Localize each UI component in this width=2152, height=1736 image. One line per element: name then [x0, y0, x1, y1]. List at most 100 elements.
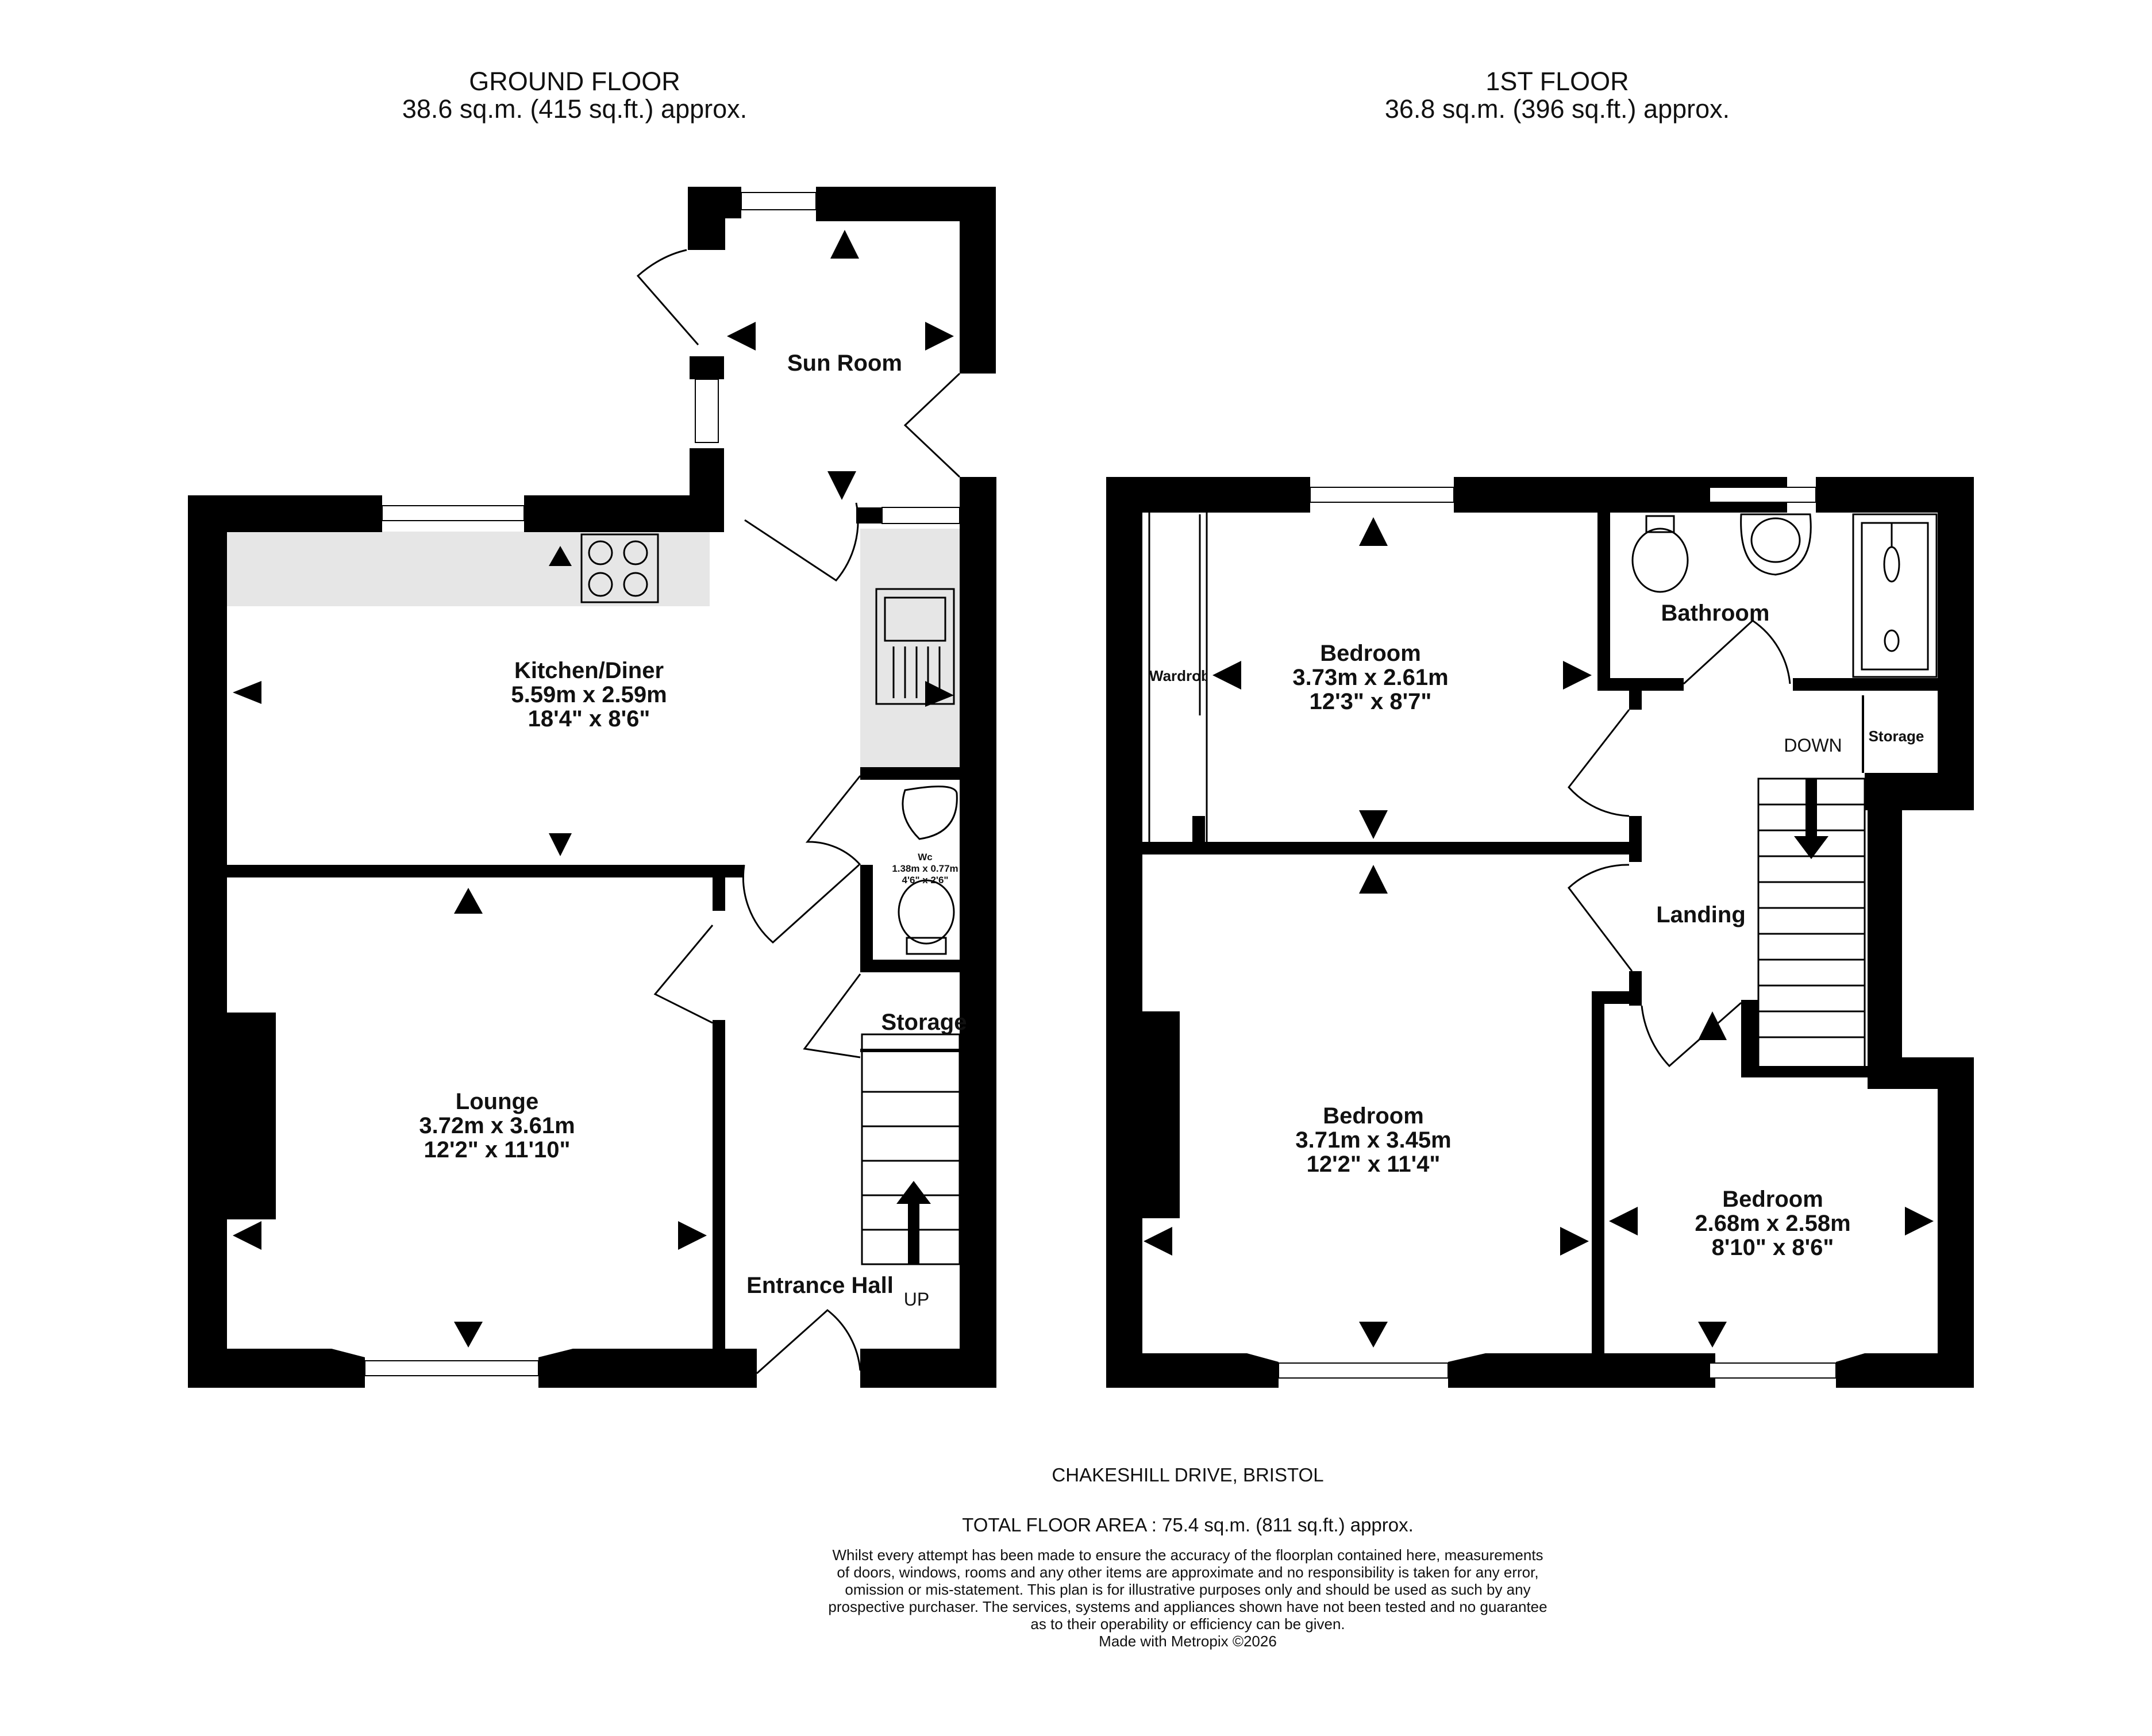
wardrobe: [1148, 513, 1208, 842]
storage-wall: [860, 1049, 961, 1052]
sunroom-east-wall: [960, 187, 996, 374]
ground-north-wall-left: [188, 495, 355, 532]
landing-wall-stub1: [1629, 684, 1642, 710]
kitchen-lounge-wall: [227, 865, 744, 877]
first-storage-label: Storage: [1869, 727, 1924, 745]
lounge-window-jamb-left: [332, 1349, 365, 1388]
bedroom-2-metric: 3.71m x 3.45m: [1295, 1127, 1451, 1153]
bedroom-3-imperial: 8'10" x 8'6": [1712, 1235, 1834, 1260]
bedroom-1-metric: 3.73m x 2.61m: [1292, 665, 1448, 690]
first-south-wall-left: [1106, 1353, 1247, 1388]
bathroom-basin: [1740, 513, 1812, 576]
bed2-window-jamb-right: [1448, 1353, 1485, 1388]
first-floor-title: 1ST FLOOR: [1485, 67, 1629, 96]
bath-window-jamb-right: [1816, 477, 1845, 513]
bathroom-window: [1709, 487, 1816, 503]
bedroom-1-label: Bedroom 3.73m x 2.61m 12'3" x 8'7": [1292, 641, 1448, 714]
bed1-wardrobe-stub: [1192, 816, 1205, 854]
bed1-window-jamb-left: [1281, 477, 1310, 513]
ground-west-wall: [188, 495, 227, 1388]
lounge-chimney-breast: [227, 1013, 276, 1219]
bathroom-label: Bathroom: [1661, 601, 1770, 626]
sunroom-window-jamb-left: [725, 187, 741, 218]
kitchen-window: [382, 505, 525, 521]
bedroom-3-label: Bedroom 2.68m x 2.58m 8'10" x 8'6": [1695, 1187, 1850, 1260]
storage-wall-left: [1862, 695, 1864, 773]
first-floor-header: 1ST FLOOR 36.8 sq.m. (396 sq.ft.) approx…: [1385, 67, 1730, 124]
bedroom-3-name: Bedroom: [1722, 1187, 1823, 1212]
ground-east-wall: [960, 477, 996, 1388]
stairs-up-arrow-head: [896, 1181, 931, 1204]
sink-worktop: [860, 529, 960, 767]
sunroom-west-post-top: [690, 356, 724, 379]
entrance-hall-label: Entrance Hall: [746, 1273, 894, 1298]
address: CHAKESHILL DRIVE, BRISTOL: [1052, 1464, 1323, 1485]
kitchen-imperial: 18'4" x 8'6": [528, 706, 650, 732]
bed3-window-jamb-right: [1836, 1353, 1865, 1388]
bedroom-1-name: Bedroom: [1320, 641, 1421, 666]
sun-room-name: Sun Room: [787, 351, 902, 376]
stairs-down-arrow-head: [1794, 836, 1828, 859]
ground-south-wall-mid: [573, 1349, 757, 1388]
bedroom-2-name: Bedroom: [1323, 1103, 1424, 1129]
sunroom-west-window: [695, 379, 719, 443]
kitchen-window-jamb-right: [524, 495, 552, 532]
wc-wall-bottom: [860, 960, 961, 972]
wc-imperial: 4'6" x 2'6": [902, 875, 949, 886]
first-east-wall-top: [1938, 477, 1974, 810]
ground-doors: [636, 249, 961, 1375]
kitchen-window-jamb-left: [355, 495, 382, 532]
ground-floor-header: GROUND FLOOR 38.6 sq.m. (415 sq.ft.) app…: [402, 67, 747, 124]
bath-west-wall: [1597, 513, 1610, 685]
kitchen-metric: 5.59m x 2.59m: [511, 682, 667, 707]
footer: CHAKESHILL DRIVE, BRISTOL TOTAL FLOOR AR…: [828, 1464, 1547, 1650]
bed2-bed3-wall: [1592, 991, 1604, 1365]
kitchen-label: Kitchen/Diner 5.59m x 2.59m 18'4" x 8'6": [511, 658, 667, 732]
stairs-up-label: UP: [904, 1289, 929, 1310]
wc-name: Wc: [918, 852, 933, 863]
sunroom-window-jamb-right: [816, 187, 832, 218]
bathroom-bath: [1852, 513, 1938, 678]
bedroom-2-window: [1278, 1362, 1449, 1379]
stairs-up-arrow-shaft: [908, 1201, 919, 1264]
bed2-window-jamb-left: [1247, 1353, 1279, 1388]
ground-north-wall-stub: [690, 448, 724, 532]
disclaimer-line-4: prospective purchaser. The services, sys…: [828, 1598, 1547, 1615]
wc-metric: 1.38m x 0.77m: [892, 863, 958, 874]
stair-wall-left: [1741, 1000, 1758, 1077]
bedroom-1-window: [1310, 487, 1454, 503]
disclaimer-line-1: Whilst every attempt has been made to en…: [832, 1546, 1543, 1564]
bedroom-2-label: Bedroom 3.71m x 3.45m 12'2" x 11'4": [1295, 1103, 1451, 1177]
bedroom-3-window: [1709, 1362, 1837, 1379]
wc-wall-top: [860, 767, 961, 780]
ground-storage-label: Storage: [881, 1010, 967, 1035]
first-floor-area: 36.8 sq.m. (396 sq.ft.) approx.: [1385, 94, 1730, 124]
lounge-window: [364, 1360, 539, 1376]
first-stairs: [1757, 777, 1866, 1070]
ground-floor-area: 38.6 sq.m. (415 sq.ft.) approx.: [402, 94, 747, 124]
kitchen-name: Kitchen/Diner: [514, 658, 664, 683]
sunroom-north-window: [741, 192, 817, 210]
disclaimer-line-5: as to their operability or efficiency ca…: [1030, 1615, 1345, 1633]
lounge-metric: 3.72m x 3.61m: [419, 1113, 575, 1138]
sunroom-sink-window: [881, 507, 960, 524]
metropix-credit: Made with Metropix ©2026: [1099, 1633, 1277, 1650]
bath-south-wall-right: [1793, 678, 1938, 691]
bedroom-1-imperial: 12'3" x 8'7": [1310, 689, 1432, 714]
bed1-window-jamb-right: [1454, 477, 1485, 513]
ground-floor-title: GROUND FLOOR: [469, 67, 680, 96]
landing-wall-stub2: [1629, 816, 1642, 862]
bed2-bed3-wall-top: [1592, 991, 1638, 1004]
first-north-wall-left: [1106, 477, 1281, 513]
lounge-name: Lounge: [456, 1089, 538, 1114]
sunroom-north-wall-left: [688, 187, 725, 250]
first-floor-plan: Bedroom 3.73m x 2.61m 12'3" x 8'7" Bedro…: [1106, 477, 1974, 1388]
lounge-label: Lounge 3.72m x 3.61m 12'2" x 11'10": [419, 1089, 575, 1163]
ground-floor-plan: Sun Room Kitchen/Diner 5.59m x 2.59m 18'…: [188, 187, 996, 1388]
bedroom-2-imperial: 12'2" x 11'4": [1307, 1152, 1441, 1177]
total-floor-area: TOTAL FLOOR AREA : 75.4 sq.m. (811 sq.ft…: [962, 1514, 1414, 1535]
first-north-wall-bath: [1603, 477, 1672, 513]
stairs-down-arrow-shaft: [1805, 779, 1817, 842]
lounge-hall-wall: [713, 1020, 725, 1365]
